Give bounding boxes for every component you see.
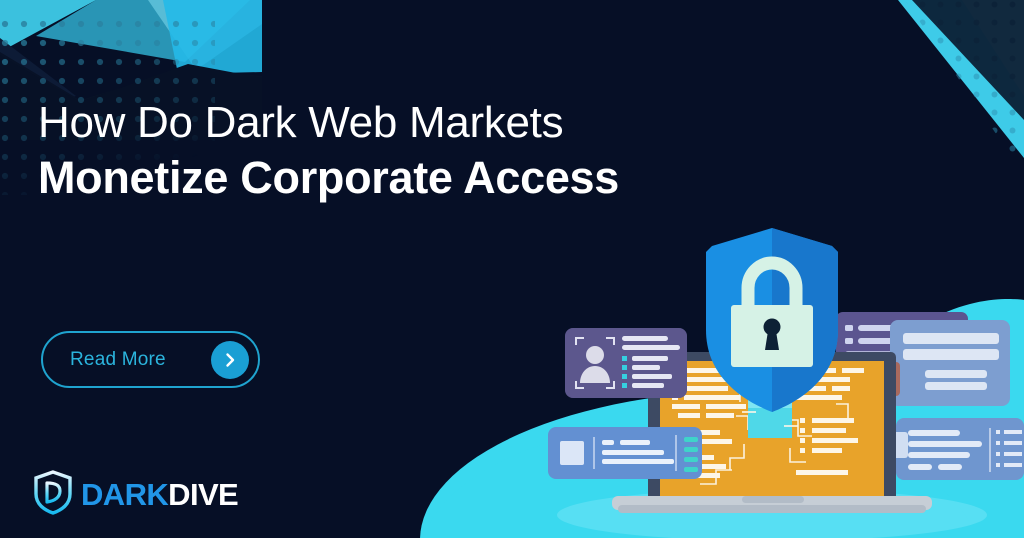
page-title: How Do Dark Web Markets Monetize Corpora… [38, 97, 758, 204]
bars-panel-right [890, 320, 1010, 406]
shield-d-monogram-icon [33, 470, 73, 520]
padlock-shackle [741, 256, 803, 310]
title-line-2: Monetize Corporate Access [38, 152, 619, 204]
decor-polygon-dark-topright [912, 0, 1024, 120]
padlock-keyhole [763, 318, 781, 336]
id-card-panel [565, 328, 687, 398]
logo-text-dark: DARK [81, 477, 169, 512]
laptop-trackpad-notch [742, 496, 804, 503]
title-line-1: How Do Dark Web Markets [38, 98, 564, 147]
read-more-label: Read More [70, 348, 166, 370]
shield-padlock-icon [706, 228, 838, 412]
decor-dot-grid-left [0, 18, 215, 198]
read-more-button[interactable]: Read More [41, 331, 260, 388]
thumbnail-icon [560, 441, 584, 465]
chevron-right-icon [211, 340, 249, 379]
laptop [612, 352, 932, 513]
logo-text-dive: DIVE [168, 477, 239, 512]
document-card-panel [548, 427, 702, 479]
